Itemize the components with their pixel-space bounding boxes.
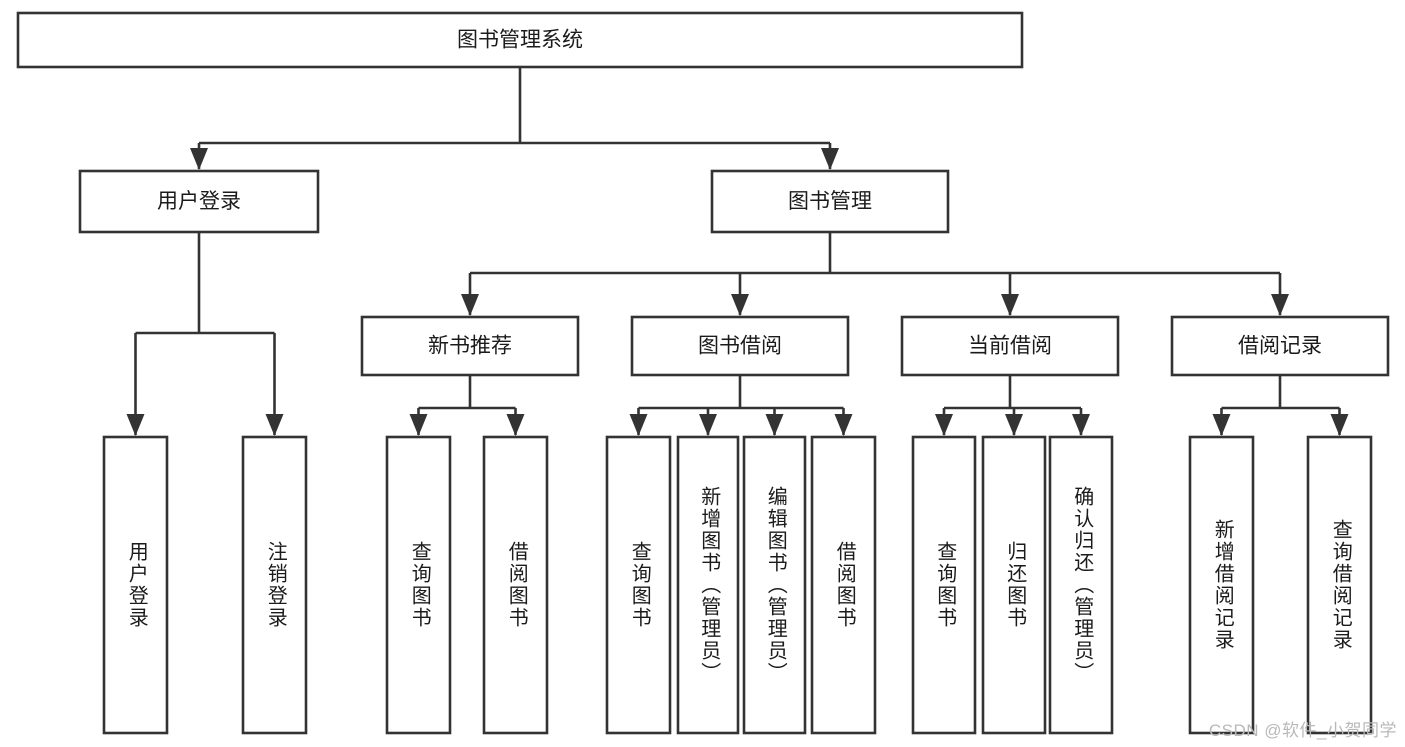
- node-box-leaf-borrow-book-1[interactable]: [482, 435, 549, 735]
- arrow-head-icon: [1271, 294, 1289, 316]
- node-box-leaf-query-book-1[interactable]: [385, 435, 452, 735]
- node-label-root: 图书管理系统: [457, 29, 583, 52]
- node-box-leaf-add-record[interactable]: [1188, 435, 1255, 735]
- node-box-leaf-borrow-book-2[interactable]: [810, 435, 877, 735]
- node-box-root[interactable]: [16, 11, 1024, 69]
- node-box-leaf-confirm-return[interactable]: [1048, 435, 1114, 735]
- node-label-new-book-recommend: 新书推荐: [428, 335, 512, 358]
- connectors-layer: [126, 67, 1349, 436]
- arrow-head-icon: [1001, 294, 1019, 316]
- arrow-head-icon: [1072, 414, 1090, 436]
- node-box-leaf-add-book[interactable]: [676, 435, 740, 735]
- node-box-leaf-logout-login[interactable]: [241, 435, 308, 735]
- node-box-leaf-edit-book[interactable]: [742, 435, 807, 735]
- arrow-head-icon: [731, 294, 749, 316]
- arrow-head-icon: [629, 414, 648, 436]
- node-label-book-borrow: 图书借阅: [698, 335, 782, 358]
- arrow-head-icon: [821, 148, 839, 170]
- node-label-borrow-record: 借阅记录: [1238, 335, 1322, 358]
- arrow-head-icon: [126, 414, 145, 436]
- node-box-leaf-query-book-3[interactable]: [911, 435, 977, 735]
- arrow-head-icon: [1005, 414, 1023, 436]
- node-label-current-borrow: 当前借阅: [968, 335, 1052, 358]
- node-box-borrow-record[interactable]: [1170, 315, 1390, 377]
- arrow-head-icon: [1212, 414, 1231, 436]
- arrow-head-icon: [765, 414, 784, 436]
- arrow-head-icon: [265, 414, 284, 436]
- arrow-head-icon: [190, 148, 208, 170]
- arrow-head-icon: [935, 414, 953, 436]
- node-box-book-manage[interactable]: [710, 169, 950, 234]
- node-label-user-login: 用户登录: [157, 190, 241, 213]
- arrow-head-icon: [506, 414, 525, 436]
- node-box-book-borrow[interactable]: [630, 315, 850, 377]
- csdn-watermark: CSDN @软件_小贺同学: [1208, 721, 1397, 740]
- node-box-leaf-query-book-2[interactable]: [605, 435, 672, 735]
- node-box-leaf-user-login[interactable]: [102, 435, 169, 735]
- node-label-book-manage: 图书管理: [788, 190, 872, 213]
- node-box-new-book-recommend[interactable]: [360, 315, 580, 377]
- arrow-head-icon: [1330, 414, 1349, 436]
- boxes-layer: [16, 11, 1390, 735]
- arrow-head-icon: [409, 414, 428, 436]
- node-box-user-login[interactable]: [78, 169, 320, 234]
- node-box-leaf-return-book[interactable]: [981, 435, 1047, 735]
- arrow-head-icon: [834, 414, 853, 436]
- arrow-head-icon: [699, 414, 717, 436]
- node-box-leaf-query-record[interactable]: [1306, 435, 1373, 735]
- arrow-head-icon: [461, 294, 479, 316]
- node-box-current-borrow[interactable]: [900, 315, 1120, 377]
